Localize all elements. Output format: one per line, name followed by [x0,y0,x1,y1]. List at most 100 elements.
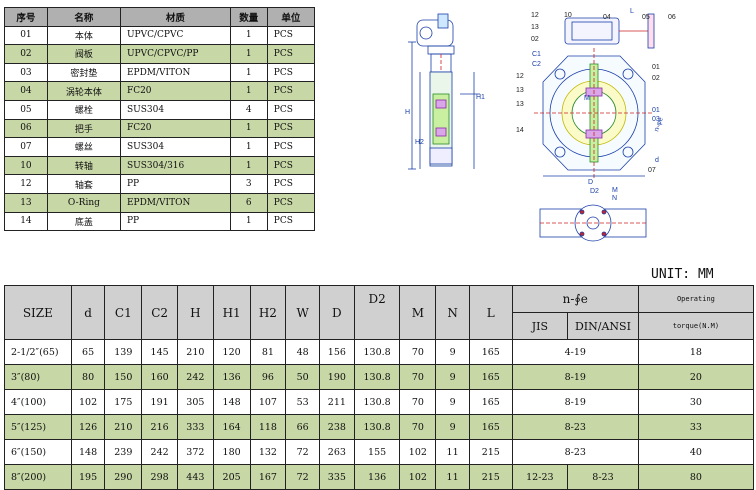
spec-cell-torque: 20 [637,364,755,390]
spec-table: SIZE d C1 C2 H H1 H2 W D D2 M N L n-∮e O… [4,285,755,490]
lbl-01a: 01 [652,64,660,71]
spec-cell-size: 4″(100) [4,389,72,415]
parts-cell-name: 阀板 [46,44,121,64]
parts-cell-name: 底盖 [46,211,121,232]
parts-cell-qty: 1 [229,118,268,139]
side-label-h1: H1 [476,94,485,101]
spec-cell-c2: 216 [141,414,178,440]
parts-cell-material: SUS304/316 [119,155,231,176]
spec-header-h: H [176,285,214,340]
spec-cell-torque: 33 [637,414,755,440]
spec-cell-D: 335 [318,464,355,490]
parts-cell-unit: PCS [266,118,316,139]
spec-header-h2: H2 [249,285,287,340]
spec-cell-c1: 290 [104,464,143,490]
spec-cell-c2: 242 [141,439,178,465]
parts-cell-material: SUS304 [119,137,231,157]
parts-cell-no: 07 [4,137,48,157]
parts-cell-material: EPDM/VITON [119,62,231,83]
spec-header-c2: C2 [141,285,178,340]
parts-cell-qty: 1 [229,211,268,232]
parts-cell-qty: 1 [229,137,268,157]
lbl-13a: 13 [531,24,539,31]
bottom-view [539,204,647,242]
parts-cell-qty: 1 [229,62,268,83]
parts-cell-material: EPDM/VITON [119,192,231,213]
parts-cell-name: 螺栓 [46,99,121,120]
spec-cell-h1: 205 [212,464,251,490]
lbl-c2: C2 [532,61,541,68]
spec-header-D: D [318,285,355,340]
parts-cell-unit: PCS [266,174,316,194]
parts-cell-no: 14 [4,211,48,232]
spec-cell-l: 165 [468,414,513,440]
spec-cell-torque: 80 [637,464,755,490]
spec-cell-n: 11 [435,464,470,490]
parts-cell-qty: 3 [229,174,268,194]
spec-cell-m: 70 [399,389,437,415]
spec-cell-d2: 130.8 [353,339,401,365]
spec-cell-size: 8″(200) [4,464,72,490]
parts-cell-unit: PCS [266,25,316,46]
front-view [534,13,655,179]
parts-cell-unit: PCS [266,44,316,64]
lbl-01b: 01 [652,107,660,114]
parts-header-no: 序号 [4,7,48,27]
spec-cell-l: 165 [468,364,513,390]
spec-cell-m: 102 [399,439,437,465]
spec-cell-size: 3″(80) [4,364,72,390]
spec-header-jis: JIS [511,312,569,340]
spec-cell-h2: 167 [249,464,287,490]
spec-cell-d2: 155 [353,439,401,465]
parts-cell-unit: PCS [266,62,316,83]
lbl-14: 14 [516,127,524,134]
spec-cell-jis: 12-23 [511,464,569,490]
parts-cell-no: 12 [4,174,48,194]
side-label-h: H [405,109,410,116]
lbl-D: D [588,179,593,186]
spec-cell-c1: 210 [104,414,143,440]
spec-cell-w: 53 [285,389,320,415]
parts-cell-qty: 6 [229,192,268,213]
parts-cell-material: PP [119,211,231,232]
spec-cell-m: 70 [399,364,437,390]
spec-cell-D: 190 [318,364,355,390]
spec-cell-n: 9 [435,364,470,390]
spec-header-l: L [468,285,513,340]
spec-cell-nfe: 8-23 [511,439,639,465]
unit-label: UNIT: MM [651,267,714,282]
spec-cell-d2: 130.8 [353,389,401,415]
spec-header-row-1: SIZE d C1 C2 H H1 H2 W D D2 M N L n-∮e O… [4,285,755,340]
spec-cell-D: 263 [318,439,355,465]
lbl-02a: 02 [531,36,539,43]
spec-cell-c1: 150 [104,364,143,390]
spec-cell-l: 215 [468,439,513,465]
spec-cell-size: 5″(125) [4,414,72,440]
spec-cell-d: 102 [70,389,106,415]
spec-header-row-2: JIS DIN/ANSI torque(N.M) [5,312,755,340]
spec-cell-c1: 239 [104,439,143,465]
spec-cell-h2: 107 [249,389,287,415]
lbl-04: 04 [603,14,611,21]
parts-header-row: 序号 名称 材质 数量 单位 [4,7,316,27]
lbl-13c: 13 [516,101,524,108]
spec-cell-w: 72 [285,439,320,465]
lbl-12b: 12 [516,73,524,80]
spec-cell-w: 72 [285,464,320,490]
spec-cell-c1: 139 [104,339,143,365]
parts-cell-material: PP [119,174,231,194]
parts-cell-material: SUS304 [119,99,231,120]
lbl-12a: 12 [531,12,539,19]
spec-header-d: d [70,285,106,340]
lbl-03: 03 [652,116,660,123]
spec-cell-D: 238 [318,414,355,440]
